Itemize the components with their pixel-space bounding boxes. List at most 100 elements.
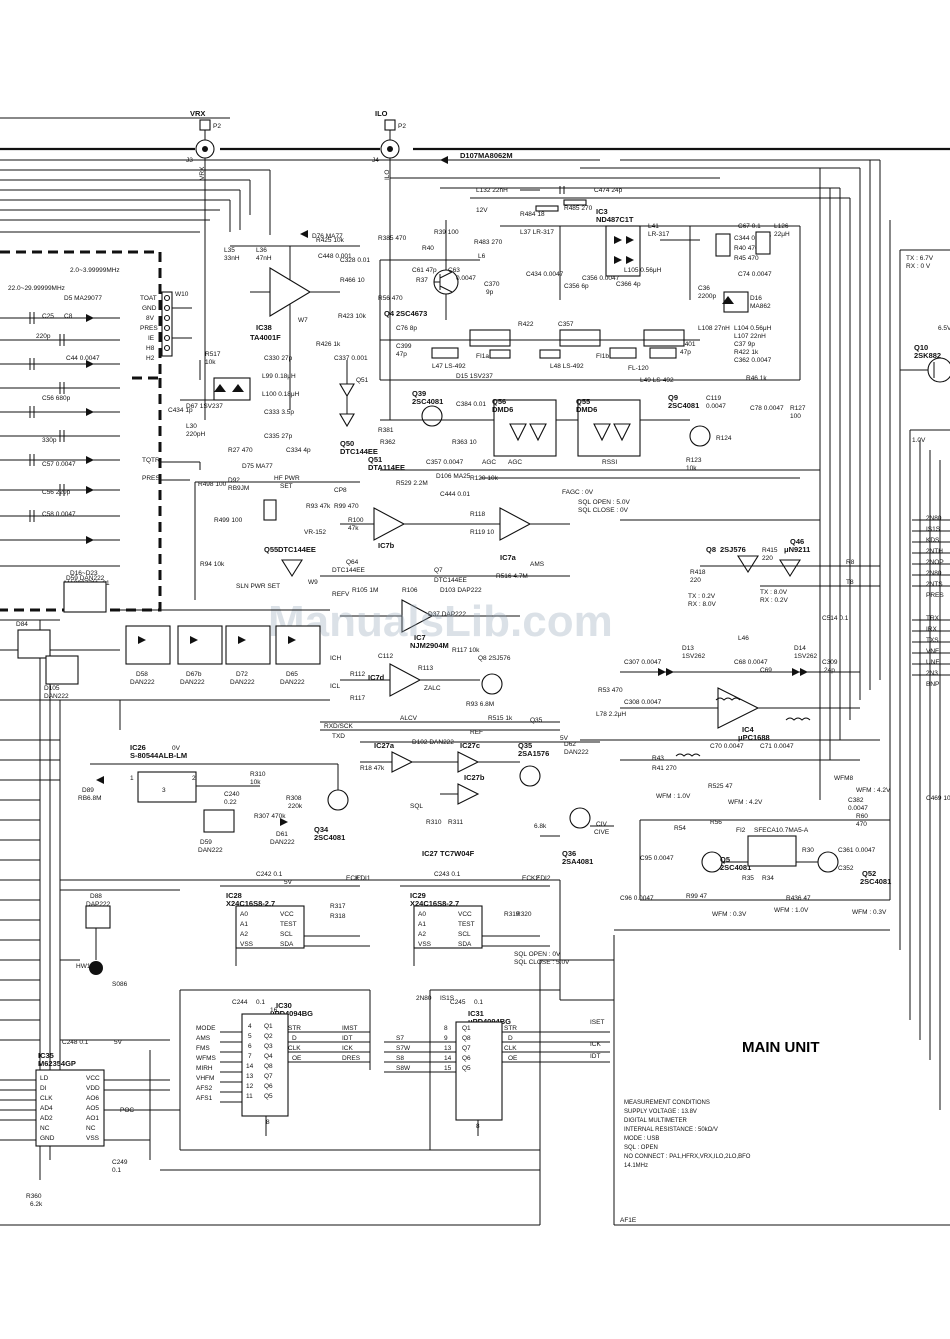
svg-text:C448 0.001: C448 0.001 xyxy=(318,253,352,260)
svg-text:R363 10: R363 10 xyxy=(452,439,477,446)
q4-part: 2SC4673 xyxy=(396,309,427,318)
svg-text:R30: R30 xyxy=(802,847,814,854)
svg-text:R310: R310 xyxy=(250,771,266,778)
svg-text:R499 100: R499 100 xyxy=(214,517,243,524)
svg-text:EDI2: EDI2 xyxy=(536,875,551,882)
freq-label: 2.0~3.99999MHz xyxy=(70,267,120,274)
q35-part: 2SA1576 xyxy=(518,749,549,758)
d107-part: MA8062M xyxy=(478,151,513,160)
q46-ref: Q8 xyxy=(706,545,716,554)
svg-text:C56 220p: C56 220p xyxy=(42,489,71,496)
svg-text:0.0047: 0.0047 xyxy=(706,403,726,410)
diode-packs: D59 DAN222 D84 D105 DAN222 D58 DAN222 D6… xyxy=(16,575,330,701)
svg-text:C245: C245 xyxy=(450,999,466,1006)
svg-text:IC27c: IC27c xyxy=(460,741,480,750)
d16-part: MA862 xyxy=(750,303,771,310)
svg-text:R425 10k: R425 10k xyxy=(316,237,345,244)
svg-text:L99 0.18μH: L99 0.18μH xyxy=(262,373,296,380)
svg-text:C474 24p: C474 24p xyxy=(594,187,623,194)
q55-ref: Q55 xyxy=(576,397,590,406)
svg-text:5V: 5V xyxy=(114,1039,123,1046)
svg-text:R124: R124 xyxy=(716,435,732,442)
diode-label: D5 MA29077 xyxy=(64,295,102,302)
sql2-label: SQL OPEN : 0V xyxy=(514,951,561,958)
svg-text:D67 1SV237: D67 1SV237 xyxy=(186,403,223,410)
svg-text:ICH: ICH xyxy=(330,655,342,662)
svg-text:A2: A2 xyxy=(418,931,426,938)
svg-text:R100: R100 xyxy=(348,517,364,524)
connector-vrx: VRX P2 J3 VRX xyxy=(186,109,221,420)
svg-text:R53 470: R53 470 xyxy=(598,687,623,694)
svg-text:47k: 47k xyxy=(348,525,359,532)
svg-text:C335 27p: C335 27p xyxy=(264,433,293,440)
svg-text:S7W: S7W xyxy=(396,1045,411,1052)
svg-text:L104 0.56μH: L104 0.56μH xyxy=(734,325,772,332)
slnpwr-label: SLN PWR SET xyxy=(236,583,280,590)
ic4-ref: IC4 xyxy=(742,725,755,734)
ic7b-ref: IC7b xyxy=(378,541,395,550)
svg-text:470: 470 xyxy=(856,821,867,828)
svg-text:VCC: VCC xyxy=(458,911,472,918)
svg-text:SET: SET xyxy=(280,483,293,490)
svg-text:VDD: VDD xyxy=(86,1085,100,1092)
svg-text:RSSI: RSSI xyxy=(602,459,617,466)
svg-text:C243 0.1: C243 0.1 xyxy=(434,871,461,878)
svg-text:LR-317: LR-317 xyxy=(648,231,670,238)
ic28: IC28 X24C16S8-2.7 A0 A1 A2 VSS VCC TEST … xyxy=(220,871,371,966)
ic4-part: μPC1688 xyxy=(738,733,770,742)
svg-text:R40 470: R40 470 xyxy=(734,245,759,252)
svg-text:C344 0.0047: C344 0.0047 xyxy=(734,235,772,242)
svg-text:R45 470: R45 470 xyxy=(734,255,759,262)
d16-ref: D16 xyxy=(750,295,762,302)
filter-row: FI1a FI1b FL-120 C76 8p C399 47p L47 LS-… xyxy=(380,321,800,384)
svg-text:14: 14 xyxy=(246,1063,254,1070)
svg-text:D14: D14 xyxy=(794,645,806,652)
svg-text:R123: R123 xyxy=(686,457,702,464)
svg-text:3: 3 xyxy=(162,787,166,794)
meas-line: SUPPLY VOLTAGE : 13.8V xyxy=(624,1109,697,1115)
txrx-label: TX : 0.2V xyxy=(688,593,716,600)
frame xyxy=(0,117,950,1226)
bus-label: BNP xyxy=(926,681,939,688)
svg-text:VR-152: VR-152 xyxy=(304,529,326,536)
svg-text:4: 4 xyxy=(248,1023,252,1030)
d67-area: D67 1SV237 C434 1p L30 220pH R27 470 D75… xyxy=(168,351,273,470)
ic38-ref: IC38 xyxy=(256,323,272,332)
svg-text:S8W: S8W xyxy=(396,1065,411,1072)
bus-label: KDS xyxy=(926,537,940,544)
svg-text:C63: C63 xyxy=(448,267,460,274)
ic38-part: TA4001F xyxy=(250,333,281,342)
pin-label: TOAT xyxy=(140,295,157,302)
l126-area: C67 0.1 L126 22μH C344 0.0047 R40 470 R4… xyxy=(700,223,801,380)
svg-text:AD2: AD2 xyxy=(40,1115,53,1122)
meas-line: DIGITAL MULTIMETER xyxy=(624,1118,688,1124)
meas-line: INTERNAL RESISTANCE : 50kΩ/V xyxy=(624,1127,718,1133)
bus-label: AFS2 xyxy=(196,1085,213,1092)
pin-label: 8V xyxy=(146,315,155,322)
svg-text:0V: 0V xyxy=(172,745,181,752)
svg-text:C401: C401 xyxy=(680,341,696,348)
svg-text:HF PWR: HF PWR xyxy=(274,475,300,482)
svg-text:R362: R362 xyxy=(380,439,396,446)
svg-text:S7: S7 xyxy=(396,1035,404,1042)
svg-text:47nH: 47nH xyxy=(256,255,272,262)
top-coupling: D107 MA8062M L132 22nH C474 24p xyxy=(440,151,623,194)
svg-text:R40: R40 xyxy=(422,245,434,252)
bpf-section: 2.0~3.99999MHz 22.0~29.99999MHz D5 MA290… xyxy=(0,250,201,612)
svg-text:R515 1k: R515 1k xyxy=(488,715,513,722)
q9-part: 2SC4081 xyxy=(668,401,699,410)
svg-text:OE: OE xyxy=(508,1055,518,1062)
svg-text:C249: C249 xyxy=(112,1159,128,1166)
svg-text:220p: 220p xyxy=(36,333,51,340)
svg-text:R483 270: R483 270 xyxy=(474,239,503,246)
diode-ref: D65 xyxy=(286,671,298,678)
svg-text:100: 100 xyxy=(790,413,801,420)
svg-text:CLK: CLK xyxy=(288,1045,301,1052)
d88-ref: D88 xyxy=(90,893,102,900)
svg-text:DRES: DRES xyxy=(342,1055,361,1062)
svg-text:9p: 9p xyxy=(486,289,494,296)
svg-text:C382: C382 xyxy=(848,797,864,804)
svg-text:13: 13 xyxy=(444,1045,452,1052)
svg-text:AO5: AO5 xyxy=(86,1105,99,1112)
svg-text:D: D xyxy=(292,1035,297,1042)
